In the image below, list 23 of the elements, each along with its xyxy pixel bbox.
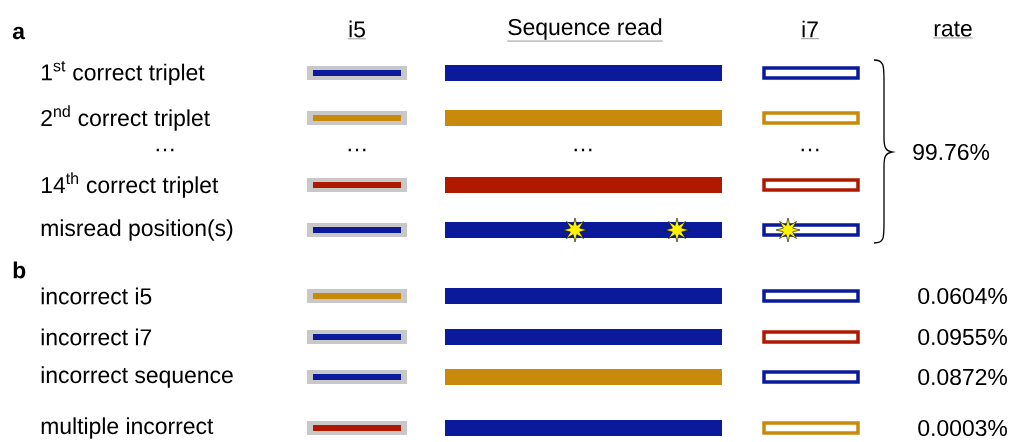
rate-value: 0.0872% <box>918 368 1007 386</box>
row-label: incorrect sequence <box>41 366 233 388</box>
panel-letter: b <box>13 261 26 279</box>
row-label: misread position(s) <box>41 219 233 241</box>
row-label: 1$^{st}$ correct triplet <box>41 60 205 86</box>
row-label: incorrect i7 <box>41 328 152 346</box>
row-label: incorrect i5 <box>41 287 152 305</box>
column-header: i7 <box>800 20 820 39</box>
row-label: 2$^{nd}$ correct triplet <box>41 105 210 131</box>
column-header: Sequence read <box>507 18 663 42</box>
column-header: rate <box>933 21 973 39</box>
ellipsis: … <box>574 148 592 152</box>
column-header: i5 <box>347 20 367 39</box>
ellipsis: … <box>156 148 174 152</box>
row-label: multiple incorrect <box>41 417 214 439</box>
rate-value: 0.0955% <box>918 328 1007 346</box>
rate-value: 0.0604% <box>918 287 1007 305</box>
ellipsis: … <box>348 148 366 152</box>
panel-letter: a <box>12 26 26 40</box>
row-label: 14$^{th}$ correct triplet <box>41 172 219 198</box>
ellipsis: … <box>801 148 819 152</box>
rate-value: 99.76% <box>913 143 990 161</box>
rate-value: 0.0003% <box>918 419 1007 437</box>
